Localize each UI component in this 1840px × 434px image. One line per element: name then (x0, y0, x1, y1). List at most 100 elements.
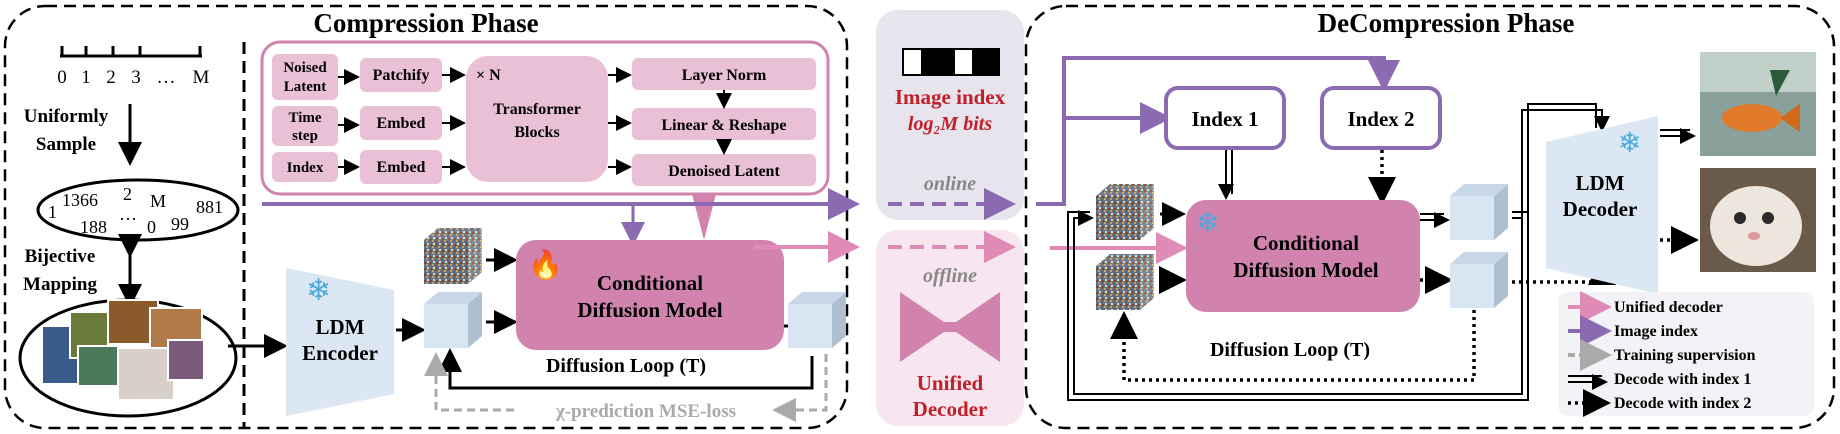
bits-label: log₂M bits (908, 113, 992, 135)
legend-label-unified: Unified decoder (1614, 299, 1723, 316)
diffusion-loop-label: Diffusion Loop (T) (546, 355, 706, 377)
route-index2-decoder (1512, 257, 1616, 285)
noise-cube-1 (1096, 184, 1154, 240)
legend-label-training: Training supervision (1614, 347, 1756, 364)
index2-box[interactable] (1320, 86, 1442, 150)
patchify-block (360, 58, 442, 92)
ldm-encoder-label-1: LDM (316, 315, 365, 339)
uniform-label-1: Uniformly (24, 106, 109, 127)
latent-cube-out-1 (1450, 184, 1508, 240)
legend-label-index: Image index (1614, 323, 1698, 340)
linear-reshape-block (632, 108, 816, 140)
arch-pointer (692, 194, 716, 240)
decompression-panel (1024, 4, 1836, 430)
ellipse-num-0: 0 (147, 217, 156, 237)
snowflake-icon-cdm: ❄ (1196, 208, 1219, 239)
time-step-label-1: Time (288, 110, 321, 126)
index-route (1036, 56, 1400, 206)
embed-block-2 (360, 150, 442, 184)
ellipse-num-ellipsis: … (119, 204, 137, 224)
time-step-label-2: step (292, 128, 318, 144)
loss-arrow-left (424, 352, 514, 412)
index-block-label: Index (287, 160, 324, 176)
decompression-loop-double (1067, 211, 1529, 401)
output-cube (788, 292, 846, 348)
ellipse-num-99: 99 (171, 214, 189, 234)
ellipse-num-2: 2 (123, 184, 132, 204)
axis-tick-3: 3 (131, 67, 141, 88)
embed-block-1 (360, 106, 442, 140)
transformer-label-2: Blocks (514, 124, 559, 141)
noise-cube-2 (1096, 254, 1154, 310)
cdm-decompression (1186, 200, 1420, 312)
denoised-latent-block (632, 154, 816, 186)
snowflake-icon: ❄ (306, 274, 331, 307)
embed-label-1: Embed (377, 115, 426, 132)
index1-box[interactable] (1164, 86, 1286, 150)
ldm-decoder-label-1: LDM (1576, 171, 1625, 195)
transformer-label-1: Transformer (493, 101, 581, 118)
latent-cube (424, 292, 482, 348)
noised-latent-label-2: Latent (284, 79, 327, 95)
output-image-cat (1700, 168, 1816, 272)
cdm-compression-label-1: Conditional (597, 271, 703, 295)
axis-tick-M: M (193, 67, 210, 88)
unified-decoder-label-1: Unified (917, 371, 984, 395)
bijective-label-1: Bijective (25, 246, 96, 267)
legend-label-decode1: Decode with index 1 (1614, 371, 1751, 388)
layer-norm-label: Layer Norm (682, 67, 767, 84)
ellipse-num-188: 188 (80, 217, 107, 237)
image-collection (18, 298, 238, 418)
loss-arrow (772, 354, 828, 422)
noise-cube (424, 228, 482, 284)
latent-cube-out-2 (1450, 252, 1508, 308)
ldm-encoder-label-2: Encoder (302, 341, 378, 365)
axis-tick-2: 2 (106, 67, 116, 88)
offline-label: offline (923, 265, 977, 287)
index-bits-icon (902, 48, 1000, 76)
cdm-compression-label-2: Diffusion Model (577, 298, 722, 322)
unified-decoder-label-2: Decoder (913, 397, 988, 421)
bijective-label-2: Mapping (23, 274, 97, 295)
legend-box (1558, 292, 1814, 416)
noised-latent-block (272, 54, 338, 100)
axis-tick-1: 1 (81, 67, 91, 88)
compression-title: Compression Phase (313, 8, 538, 38)
axis-tick-ellipsis: … (157, 67, 176, 88)
ellipse-num-881: 881 (196, 197, 223, 217)
ldm-decoder-label-2: Decoder (1563, 197, 1638, 221)
transformer-blocks (466, 56, 608, 182)
linear-reshape-label: Linear & Reshape (661, 117, 786, 134)
ellipse-num-M: M (150, 191, 166, 211)
image-index-label: Image index (895, 85, 1006, 109)
decompression-loop-arrow (1110, 310, 1476, 382)
time-step-block (272, 106, 338, 146)
decompression-loop-label: Diffusion Loop (T) (1210, 339, 1370, 361)
noised-latent-label-1: Noised (283, 60, 327, 76)
times-n-label: × N (476, 67, 501, 84)
legend-label-decode2: Decode with index 2 (1614, 395, 1751, 412)
index-block (272, 152, 338, 182)
index1-label: Index 1 (1191, 107, 1258, 131)
index-axis: 0 1 2 3 … M (57, 46, 210, 88)
loss-label: χ-prediction MSE-loss (555, 401, 736, 422)
embed-label-2: Embed (377, 159, 426, 176)
unified-decoder-shape (900, 292, 1000, 362)
denoised-latent-label: Denoised Latent (668, 163, 780, 180)
cdm-decompression-label-1: Conditional (1253, 231, 1359, 255)
ellipse-num-1: 1 (48, 202, 57, 222)
cdm-decompression-label-2: Diffusion Model (1233, 258, 1378, 282)
ldm-decoder (1546, 116, 1658, 294)
ellipse-num-1366: 1366 (62, 190, 98, 210)
decompression-title: DeCompression Phase (1318, 8, 1575, 38)
output-image-fish (1700, 52, 1816, 156)
diffusion-loop-arrow (438, 348, 814, 390)
cdm-compression (516, 240, 784, 350)
axis-tick-0: 0 (57, 67, 67, 88)
ldm-encoder (286, 268, 394, 416)
fire-icon: 🔥 (528, 248, 563, 281)
layer-norm-block (632, 58, 816, 90)
online-label: online (924, 173, 976, 195)
uniform-label-2: Sample (36, 134, 96, 155)
